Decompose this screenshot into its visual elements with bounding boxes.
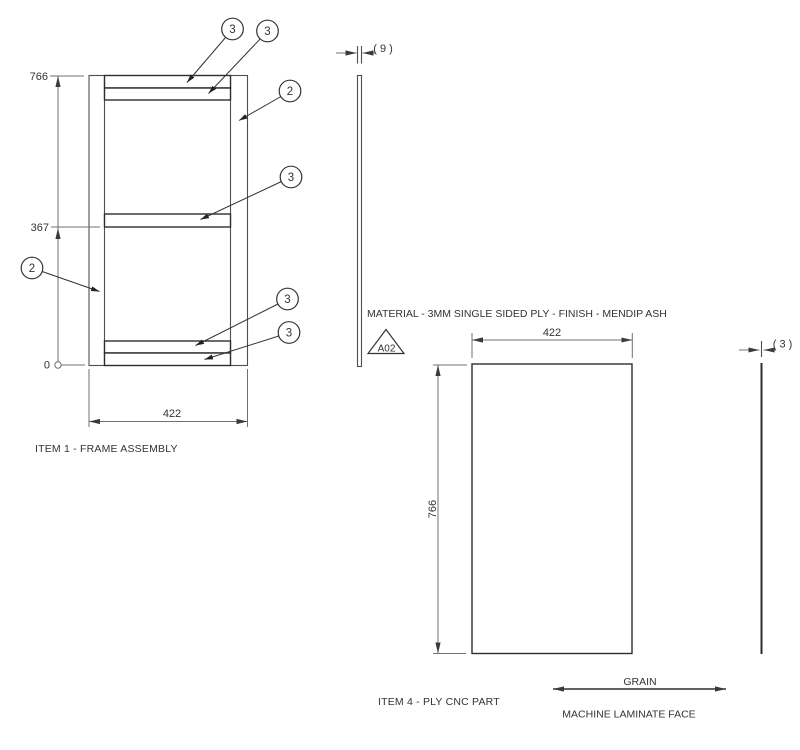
dim-text-ply-height: 766 <box>427 500 439 518</box>
frame-top-rail-inner <box>103 87 232 101</box>
balloon-num: 3 <box>264 26 270 38</box>
material-note-text: MATERIAL - 3MM SINGLE SIDED PLY - FINISH… <box>367 308 667 320</box>
grain-label: GRAIN <box>623 676 656 688</box>
balloon-num: 3 <box>284 294 290 306</box>
frame-assembly-label: ITEM 1 - FRAME ASSEMBLY <box>35 443 178 455</box>
dim-text-766: 766 <box>30 71 48 83</box>
leader-right-stile <box>238 96 282 121</box>
balloon-num: 3 <box>288 172 294 184</box>
frame-mid-rail <box>103 213 232 228</box>
balloon-num: 2 <box>29 263 35 275</box>
balloon-num: 3 <box>286 327 292 339</box>
balloon-left-stile <box>20 256 44 280</box>
frame-balloons: 3 3 2 3 2 3 3 <box>20 17 303 360</box>
balloon-bottom-rail-outer <box>277 321 301 344</box>
frame-height-dimension: 766 367 0 <box>30 71 100 372</box>
frame-bottom-rail-outer <box>103 352 232 367</box>
leader-bottom-rail-outer <box>204 335 279 360</box>
balloon-top-rail-outer <box>221 17 244 41</box>
frame-bottom-rail-inner <box>103 340 232 354</box>
dim-text-0: 0 <box>44 360 50 372</box>
frame-left-stile <box>88 74 106 367</box>
balloon-bottom-rail-inner <box>276 287 299 311</box>
frame-width-dimension: 422 <box>88 369 248 427</box>
leader-top-rail-outer <box>186 37 226 83</box>
frame-right-stile <box>229 74 249 367</box>
leader-bottom-rail-inner <box>195 303 279 346</box>
balloon-right-stile <box>278 79 302 103</box>
ply-part-view: 422 766 ITEM 4 - PLY CNC PART <box>378 327 633 708</box>
balloon-num: 3 <box>229 24 235 36</box>
ply-part-label: ITEM 4 - PLY CNC PART <box>378 696 500 708</box>
dim-text-frame-thickness: ( 9 ) <box>373 43 393 55</box>
balloon-top-rail-inner <box>256 19 279 43</box>
frame-assembly-view <box>88 74 249 367</box>
ply-panel <box>471 363 633 655</box>
dim-text-frame-width: 422 <box>163 408 181 420</box>
dim-text-ply-width: 422 <box>543 327 561 339</box>
frame-top-rail-outer <box>103 74 232 89</box>
laminate-face-note: MACHINE LAMINATE FACE <box>562 709 695 721</box>
material-note: MATERIAL - 3MM SINGLE SIDED PLY - FINISH… <box>366 308 667 355</box>
leader-top-rail-inner <box>208 38 261 94</box>
grain-indicator: GRAIN MACHINE LAMINATE FACE <box>553 676 726 721</box>
finish-flag-triangle-icon <box>366 328 406 355</box>
dim-text-ply-thickness: ( 3 ) <box>773 339 793 351</box>
dim-text-367: 367 <box>31 222 49 234</box>
leader-left-stile <box>42 271 100 292</box>
ply-side-view: ( 3 ) <box>739 339 793 654</box>
balloon-num: 2 <box>287 86 293 98</box>
finish-flag-text: A02 <box>378 344 396 355</box>
frame-edge-profile <box>356 74 363 368</box>
datum-origin-marker <box>54 361 62 369</box>
frame-side-view: ( 9 ) <box>336 43 393 368</box>
balloon-mid-rail <box>279 165 303 189</box>
leader-mid-rail <box>200 181 282 220</box>
